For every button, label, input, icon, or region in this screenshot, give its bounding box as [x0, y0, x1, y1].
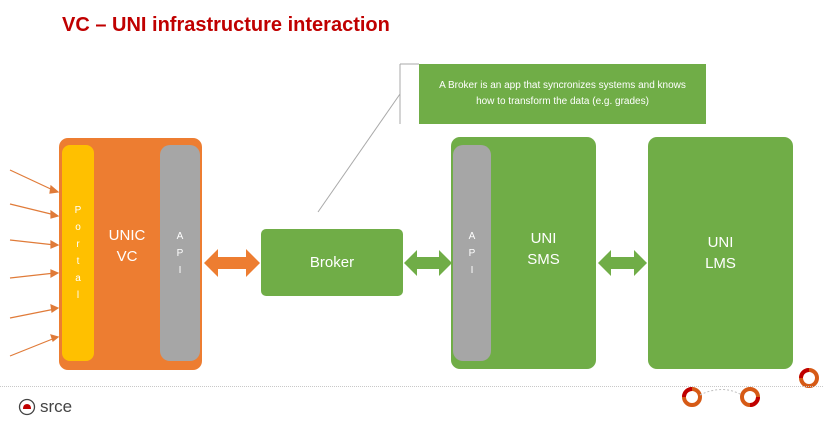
sms-label-line1: UNI — [530, 230, 557, 247]
broker-callout: A Broker is an app that syncronizes syst… — [419, 64, 706, 124]
callout-pointer-line — [317, 93, 401, 213]
sms-lms-arrow — [598, 250, 647, 276]
portal-bar: P o r t a l — [62, 145, 94, 361]
api-letter: P — [468, 247, 476, 259]
srce-logo: srce — [18, 397, 72, 417]
uni-lms-box: UNI LMS — [648, 137, 793, 369]
vc-api-bar: A P I — [160, 145, 200, 361]
lms-label-line1: UNI — [707, 234, 734, 251]
vc-label-line1: UNIC — [108, 227, 146, 244]
portal-letter: P — [74, 205, 82, 216]
api-letter: P — [176, 247, 184, 259]
unic-vc-label: UNIC VC — [94, 225, 160, 267]
portal-letter: l — [76, 290, 80, 301]
slide-title: VC – UNI infrastructure interaction — [62, 14, 390, 36]
srce-logo-text: srce — [40, 397, 73, 416]
vc-broker-arrow — [204, 249, 260, 277]
api-letter: A — [176, 230, 184, 242]
vc-label-line2: VC — [116, 248, 138, 265]
sms-label-line2: SMS — [527, 251, 560, 268]
lms-label-line2: LMS — [705, 255, 736, 272]
broker-box: Broker — [261, 229, 403, 296]
broker-sms-arrow — [404, 250, 452, 276]
uni-sms-label: UNI SMS — [491, 228, 596, 270]
portal-incoming-arrows — [9, 169, 60, 357]
api-letter: I — [470, 264, 474, 276]
portal-letter: o — [75, 222, 81, 233]
srce-logo-icon — [18, 398, 36, 416]
callout-text: A Broker is an app that syncronizes syst… — [439, 80, 686, 107]
portal-letter: r — [76, 239, 80, 250]
broker-label: Broker — [309, 254, 355, 271]
decorative-rings — [682, 368, 819, 407]
api-letter: A — [468, 230, 476, 242]
footer-divider — [0, 386, 823, 387]
sms-api-bar: A P I — [453, 145, 491, 361]
portal-letter: t — [76, 256, 80, 267]
api-letter: I — [178, 264, 182, 276]
portal-letter: a — [75, 273, 81, 284]
